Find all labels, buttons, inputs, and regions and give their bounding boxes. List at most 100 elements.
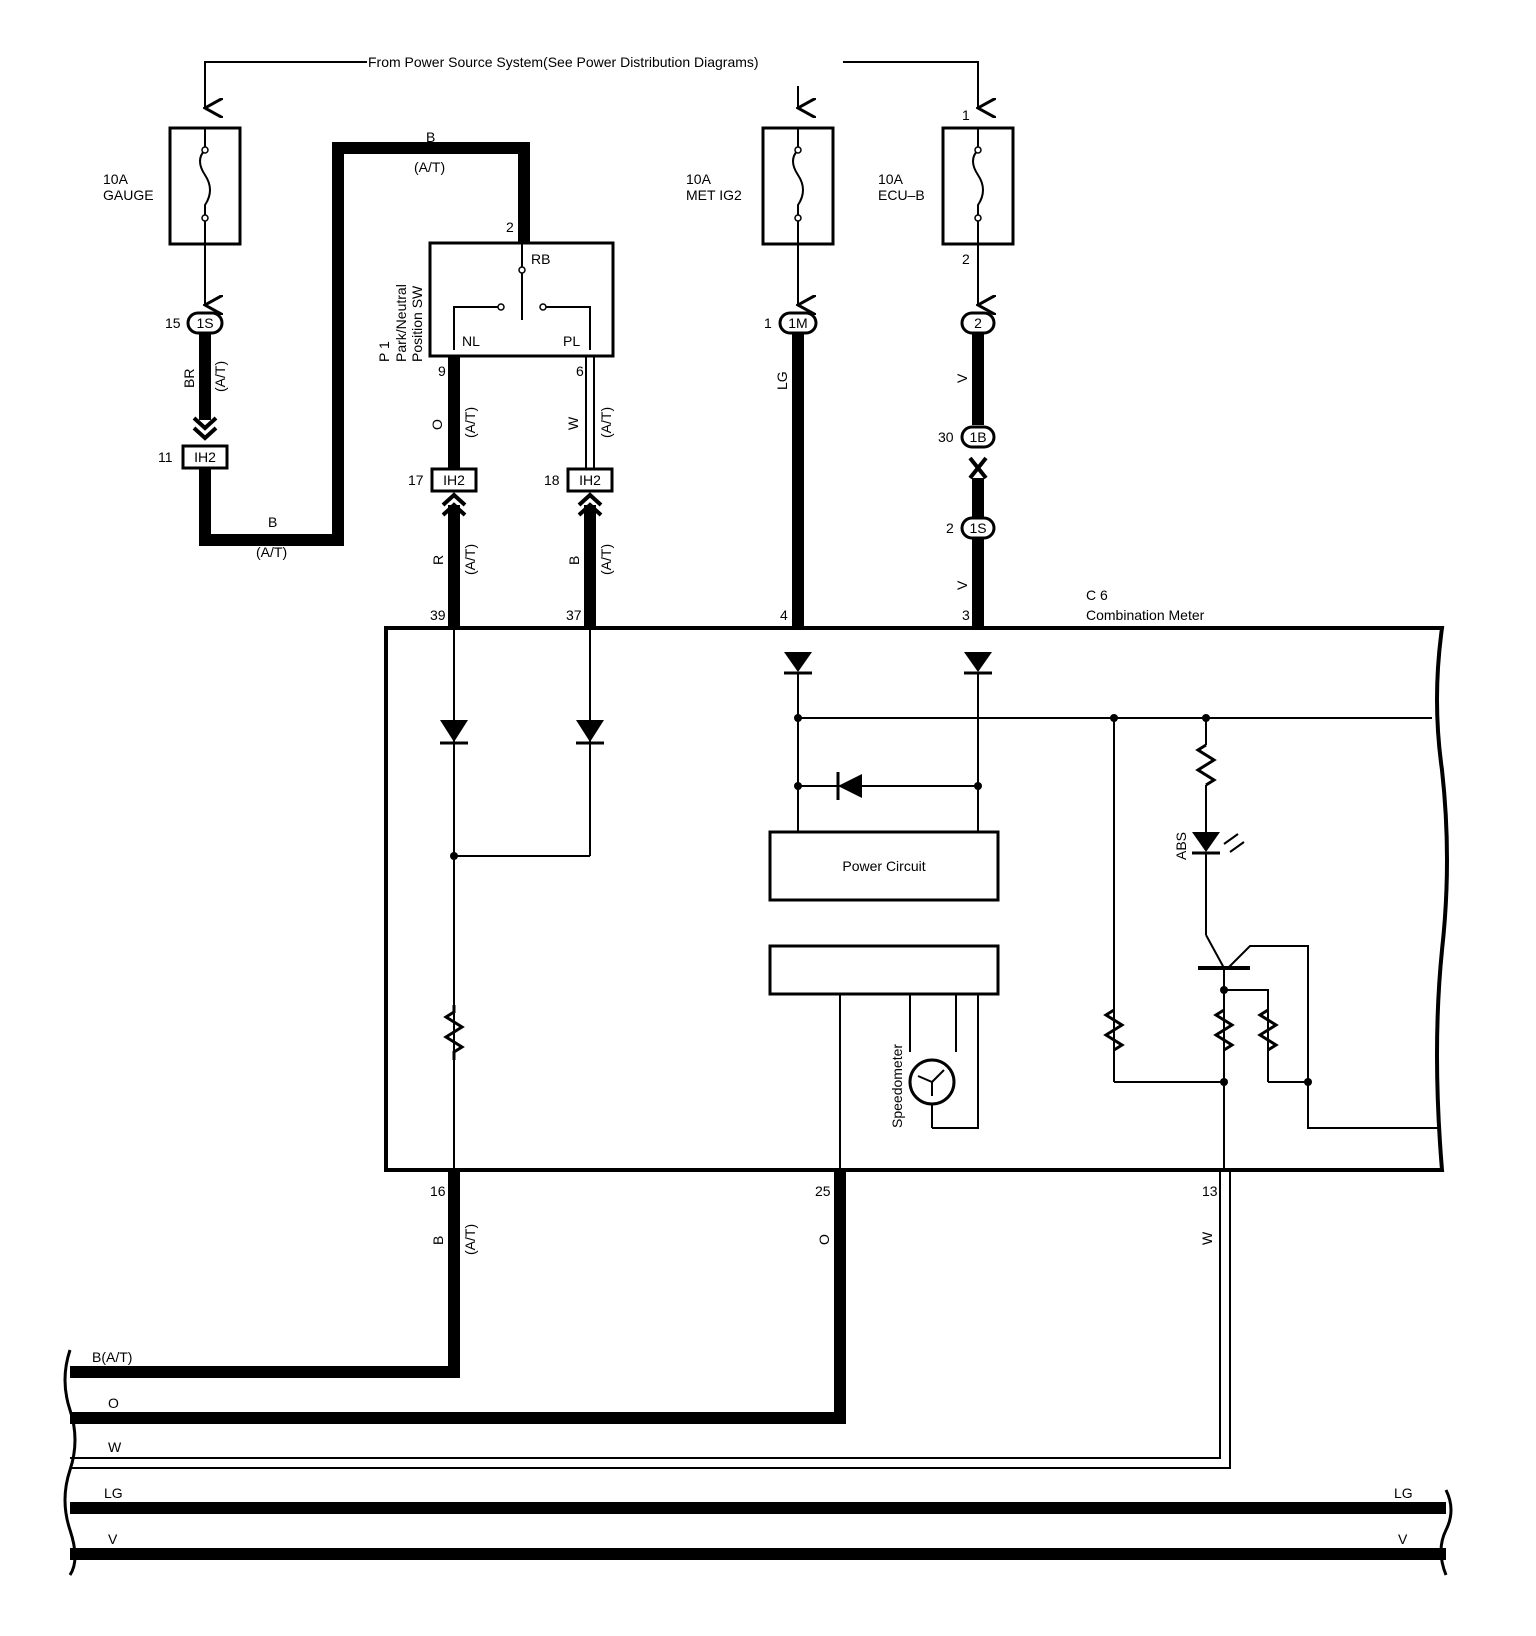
- switch-name-line1: Park/Neutral: [393, 284, 409, 362]
- wire-br-label: BR: [181, 369, 197, 388]
- meter-ref: C 6: [1086, 587, 1108, 603]
- wire-bottom-b-label: B: [268, 514, 277, 530]
- switch-contact-nl: NL: [462, 333, 480, 349]
- bus-v-left-label: V: [108, 1531, 118, 1547]
- fuse-met-ig2-name: MET IG2: [686, 187, 742, 203]
- power-source-note: From Power Source System(See Power Distr…: [368, 54, 759, 70]
- speedometer-label: Speedometer: [889, 1044, 905, 1128]
- meter-output-wires: B (A/T) O W: [70, 1170, 1231, 1469]
- bus-b-at-label: B(A/T): [92, 1349, 132, 1365]
- connector-1s-gauge: 1S 15: [165, 311, 224, 335]
- fuse-ecu-b: 10A ECU–B 1 2: [878, 107, 1015, 267]
- switch-name-line2: Position SW: [409, 285, 425, 362]
- speedometer-icon: Speedometer: [889, 1044, 956, 1128]
- connector-1b-pin: 30: [938, 429, 954, 445]
- bus-lines: B(A/T) O W LG LG V V: [63, 1349, 1453, 1576]
- connector-1s-ecu: 1S 2: [946, 516, 996, 540]
- resistor-icon: [1213, 1008, 1235, 1052]
- wire-out-b-label: B: [430, 1236, 446, 1245]
- power-source-feed: From Power Source System(See Power Distr…: [205, 54, 978, 108]
- connector-ih2-pl-pin: 18: [544, 472, 560, 488]
- connector-1s-ecu-code: 1S: [969, 520, 986, 536]
- meter-internal-abs-circuit: ABS: [1103, 714, 1440, 1170]
- connector-1s-gauge-code: 1S: [196, 315, 213, 331]
- bus-lg-left-label: LG: [104, 1485, 123, 1501]
- connector-ih2-pl-code: IH2: [579, 472, 601, 488]
- meter-internal-power-circuit: Power Circuit: [768, 652, 1432, 1170]
- connector-1b-code: 1B: [969, 429, 986, 445]
- wire-out-b-at-label: (A/T): [462, 1224, 478, 1255]
- meter-pin-25: 25: [815, 1183, 831, 1199]
- meter-pin-37: 37: [566, 607, 582, 623]
- resistor-icon: [443, 1005, 465, 1060]
- meter-name: Combination Meter: [1086, 607, 1205, 623]
- wire-out-o-label: O: [816, 1234, 832, 1245]
- wire-nl-at-label: (A/T): [462, 407, 478, 438]
- wire-bottom-at-label: (A/T): [256, 544, 287, 560]
- combination-meter: C 6 Combination Meter 39 37 4 3 16 25 13: [384, 587, 1449, 1199]
- bus-w-label: W: [108, 1439, 122, 1455]
- resistor-icon: [1103, 1008, 1125, 1052]
- connector-1m-pin: 1: [764, 315, 772, 331]
- switch-pin-top: 2: [506, 219, 514, 235]
- switch-contact-pl: PL: [563, 333, 580, 349]
- wire-met-lg-label: LG: [774, 371, 790, 390]
- fuse-ecu-b-pin-out: 2: [962, 251, 970, 267]
- wire-nl-r-label: R: [430, 555, 446, 565]
- connector-ih2-gauge-pin: 11: [158, 449, 173, 465]
- wire-out-w-label: W: [1199, 1231, 1215, 1245]
- meter-pin-4: 4: [780, 607, 788, 623]
- fuse-met-ig2: 10A MET IG2: [686, 126, 835, 246]
- meter-pin-16: 16: [430, 1183, 446, 1199]
- wire-nl-o-label: O: [429, 419, 445, 430]
- connector-2-code: 2: [974, 315, 982, 331]
- power-circuit-label: Power Circuit: [842, 858, 925, 874]
- bus-lg-right-label: LG: [1394, 1485, 1413, 1501]
- connector-1m-code: 1M: [788, 315, 807, 331]
- meter-pin-3: 3: [962, 607, 970, 623]
- fuse-gauge-rating: 10A: [103, 171, 129, 187]
- connector-ih2-gauge-code: IH2: [194, 449, 216, 465]
- connector-1b: 1B 30: [938, 425, 996, 449]
- wire-pl-b-label: B: [566, 556, 582, 565]
- connector-1m: 1M 1: [764, 311, 818, 335]
- meter-pin-39: 39: [430, 607, 446, 623]
- switch-ref: P 1: [376, 341, 392, 362]
- bus-v-right-label: V: [1398, 1531, 1408, 1547]
- abs-warning-led-icon: [1192, 832, 1220, 852]
- switch-pin-nl: 9: [438, 363, 446, 379]
- connector-ih2-nl: IH2 17: [408, 467, 478, 493]
- connector-ih2-pl: IH2 18: [544, 467, 614, 493]
- fuse-ecu-b-pin-in: 1: [962, 107, 970, 123]
- wire-nl-r-at-label: (A/T): [462, 544, 478, 575]
- fuse-gauge: 10A GAUGE: [103, 126, 242, 246]
- wire-ecu-v1-label: V: [954, 373, 970, 383]
- resistor-icon: [1257, 1008, 1279, 1052]
- connector-ih2-gauge: IH2 11: [158, 444, 229, 470]
- wire-br-at-label: (A/T): [212, 361, 228, 392]
- switch-pin-pl: 6: [576, 363, 584, 379]
- meter-pin-13: 13: [1202, 1183, 1218, 1199]
- connector-2: 2: [960, 311, 996, 335]
- fuse-gauge-name: GAUGE: [103, 187, 154, 203]
- wire-top-b-label: B: [426, 129, 435, 145]
- fuse-ecu-b-name: ECU–B: [878, 187, 925, 203]
- fuse-met-ig2-rating: 10A: [686, 171, 712, 187]
- resistor-icon: [1195, 743, 1217, 787]
- connector-ih2-nl-code: IH2: [443, 472, 465, 488]
- switch-contact-rb: RB: [531, 251, 550, 267]
- wire-pl-at-label: (A/T): [598, 407, 614, 438]
- wire-pl-w-label: W: [565, 416, 581, 430]
- bus-o-label: O: [108, 1395, 119, 1411]
- connector-ih2-nl-pin: 17: [408, 472, 424, 488]
- wire-top-at-label: (A/T): [414, 159, 445, 175]
- wire-ecu-v2-label: V: [954, 580, 970, 590]
- meter-internal-shift-circuit: [440, 628, 604, 1170]
- connector-1s-gauge-pin: 15: [165, 315, 181, 331]
- fuse-ecu-b-rating: 10A: [878, 171, 904, 187]
- connector-1s-ecu-pin: 2: [946, 520, 954, 536]
- wire-pl-b-at-label: (A/T): [598, 544, 614, 575]
- abs-label: ABS: [1173, 832, 1189, 860]
- park-neutral-switch: 2 RB NL PL P 1 Park/Neutral Position SW: [376, 219, 615, 362]
